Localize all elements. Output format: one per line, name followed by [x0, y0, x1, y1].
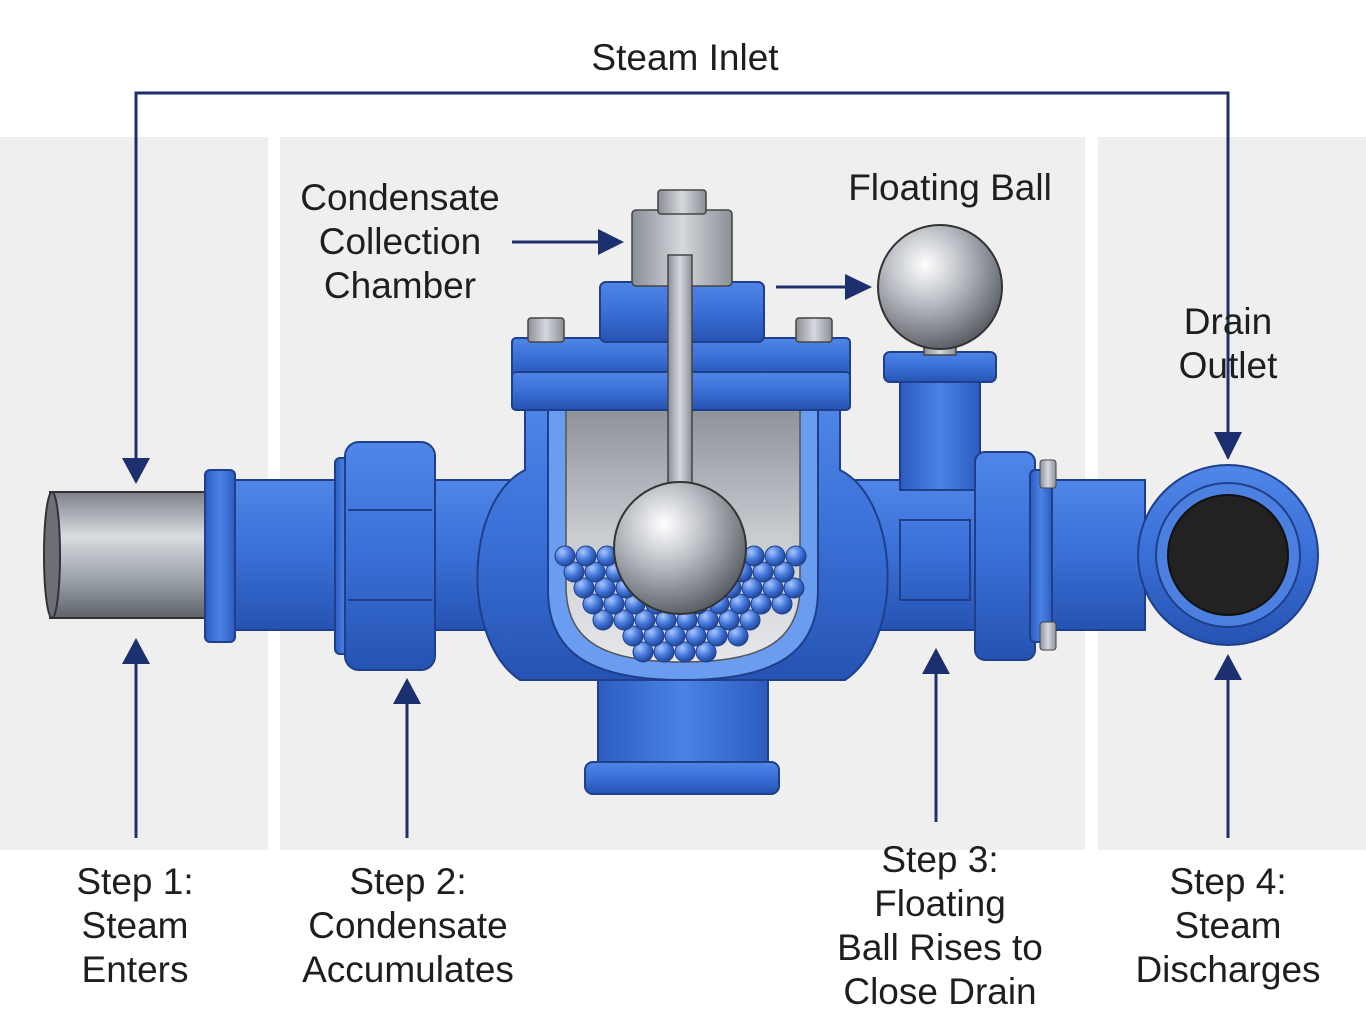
condensate-bead: [563, 561, 585, 583]
condensate-bead: [752, 561, 774, 583]
condensate-bead: [575, 545, 597, 567]
condensate-bead: [783, 577, 805, 599]
inlet-pipe: [43, 491, 219, 619]
drain-outlet-label: Drain Outlet: [1178, 301, 1278, 386]
condensate-bead: [613, 609, 635, 631]
floating-ball-label: Floating Ball: [848, 167, 1052, 208]
inlet-arrowhead: [122, 458, 150, 484]
condensate-bead: [718, 609, 740, 631]
condensate-bead: [739, 609, 761, 631]
condensate-bead: [729, 593, 751, 615]
drain-outlet-opening: [1137, 464, 1319, 646]
condensate-bead: [664, 625, 686, 647]
floating-ball: [877, 224, 1003, 350]
step4-label: Step 4: Steam Discharges: [1135, 861, 1321, 990]
condensate-bead: [653, 641, 675, 663]
condensate-bead: [685, 625, 707, 647]
condensate-bead: [632, 641, 654, 663]
step3-label: Step 3: Floating Ball Rises to Close Dra…: [837, 839, 1043, 1012]
internal-float-ball: [613, 481, 747, 615]
condensate-bead: [741, 577, 763, 599]
condensate-bead: [554, 545, 576, 567]
right-flange: [974, 451, 1057, 661]
condensate-bead: [622, 625, 644, 647]
condensate-bead: [603, 593, 625, 615]
union-coupling: [334, 441, 436, 671]
condensate-bead: [773, 561, 795, 583]
condensate-bead: [594, 577, 616, 599]
condensate-bead: [771, 593, 793, 615]
right-riser: [883, 334, 997, 601]
condensate-bead: [634, 609, 656, 631]
condensate-bead: [764, 545, 786, 567]
condensate-bead: [743, 545, 765, 567]
condensate-bead: [573, 577, 595, 599]
condensate-bead: [592, 609, 614, 631]
condensate-bead: [706, 625, 728, 647]
steam-inlet-label: Steam Inlet: [591, 37, 779, 78]
condensate-bead: [750, 593, 772, 615]
condensate-bead: [582, 593, 604, 615]
steam-inlet-line: [134, 91, 1230, 482]
step2-label: Step 2: Condensate Accumulates: [302, 861, 514, 990]
condensate-bead: [695, 641, 717, 663]
bonnet-stem: [631, 189, 733, 496]
left-flange: [204, 469, 236, 643]
condensate-bead: [643, 625, 665, 647]
condensate-bead: [697, 609, 719, 631]
condensate-bead: [674, 641, 696, 663]
condensate-bead: [727, 625, 749, 647]
step1-label: Step 1: Steam Enters: [76, 861, 194, 990]
drain-arrowhead: [1214, 432, 1242, 460]
condensate-bead: [584, 561, 606, 583]
condensate-bead: [785, 545, 807, 567]
chamber-label: Condensate Collection Chamber: [300, 177, 500, 306]
condensate-bead: [762, 577, 784, 599]
